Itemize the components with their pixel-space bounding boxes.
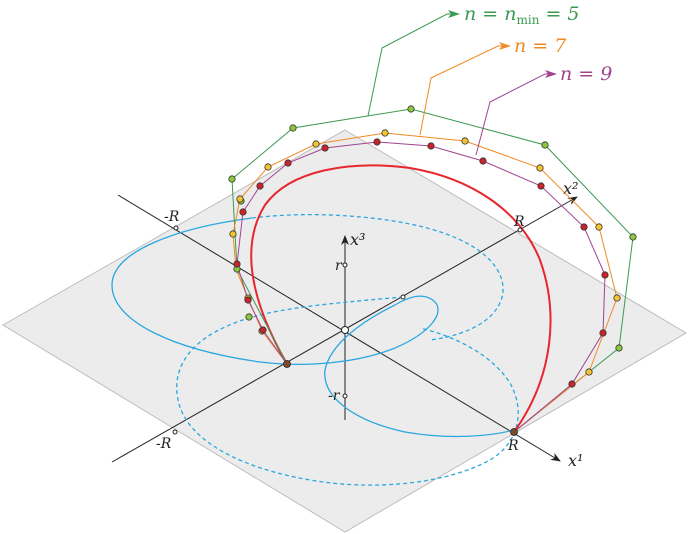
ellipse-dashed-back xyxy=(251,213,504,341)
torus-ellipse xyxy=(111,213,519,486)
dot xyxy=(615,344,623,352)
tick-label-neg-r: -r xyxy=(328,388,341,404)
dot xyxy=(580,223,588,231)
tick-markers xyxy=(172,225,523,435)
label-n5-value: = 5 xyxy=(539,3,579,25)
leader-n7 xyxy=(419,42,511,136)
x2-label: x² xyxy=(563,179,578,198)
dot xyxy=(427,142,435,150)
leader-n5 xyxy=(367,10,460,117)
dot xyxy=(245,313,253,321)
dot xyxy=(373,138,381,146)
dot xyxy=(321,144,329,152)
endpoint-left xyxy=(283,360,291,368)
label-n5: n = nmin = 5 xyxy=(464,3,580,27)
dot xyxy=(256,182,264,190)
dot xyxy=(233,260,241,268)
tick-negR-x2 xyxy=(172,429,178,435)
x1-axis xyxy=(117,194,561,462)
dot xyxy=(536,164,544,172)
tick-label-R-x1: R xyxy=(507,438,519,454)
dot xyxy=(541,141,549,149)
dot xyxy=(284,159,292,167)
label-n7: n = 7 xyxy=(514,35,567,57)
dot xyxy=(585,368,593,376)
dot xyxy=(229,230,237,238)
ellipse-solid-lower xyxy=(324,304,515,438)
tick-label-negR-x2: -R xyxy=(156,436,172,452)
endpoints xyxy=(283,360,518,436)
leader-n9 xyxy=(475,70,557,156)
knot-curve xyxy=(250,164,552,433)
dot xyxy=(537,182,545,190)
ellipse-solid-front xyxy=(111,217,439,365)
tick-negR-x1 xyxy=(173,225,179,231)
dot xyxy=(264,163,272,171)
tick-inner xyxy=(400,294,406,300)
dot xyxy=(407,105,415,113)
dot xyxy=(381,129,389,137)
dot xyxy=(599,329,607,337)
dot xyxy=(479,157,487,165)
dot xyxy=(568,380,576,388)
dot xyxy=(613,294,621,302)
dot xyxy=(289,124,297,132)
tick-R-x2 xyxy=(517,227,523,233)
dot xyxy=(244,296,252,304)
dot xyxy=(461,137,469,145)
dot xyxy=(259,326,267,334)
tick-neg-r xyxy=(342,393,348,399)
label-n5-sub: min xyxy=(516,13,539,27)
dot xyxy=(236,195,244,203)
tick-r xyxy=(342,262,348,268)
origin-marker xyxy=(341,326,349,334)
ellipse-dashed-inner xyxy=(176,296,519,486)
x3-label: x³ xyxy=(350,230,365,249)
x1-label: x¹ xyxy=(568,451,583,470)
tick-label-r: r xyxy=(335,258,343,274)
endpoint-right xyxy=(510,428,518,436)
tick-label-negR-x1: -R xyxy=(164,209,180,225)
dot xyxy=(595,223,603,231)
dots-n7 xyxy=(229,129,621,376)
dots-n5 xyxy=(228,105,637,352)
dot xyxy=(239,208,247,216)
dot xyxy=(228,175,236,183)
dot xyxy=(629,233,637,241)
dot xyxy=(601,271,609,279)
tick-label-R-x2: R xyxy=(513,214,525,230)
dot xyxy=(312,140,320,148)
label-n9: n = 9 xyxy=(560,63,612,85)
dots-n9 xyxy=(233,138,609,388)
